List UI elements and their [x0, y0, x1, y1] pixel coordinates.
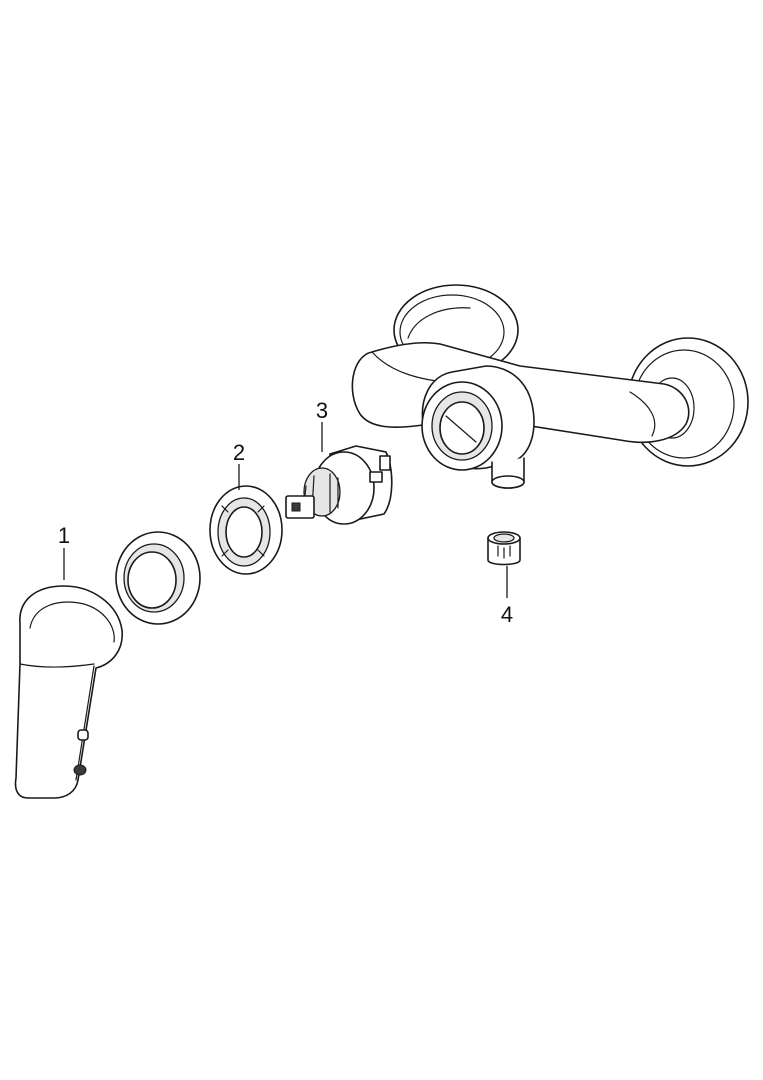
insert-part-4 — [487, 531, 521, 566]
screw-plug — [73, 764, 87, 776]
cover-cap — [115, 531, 201, 625]
callout-3: 3 — [316, 398, 328, 423]
cartridge-part-3 — [285, 445, 393, 525]
callout-4: 4 — [501, 602, 513, 627]
callout-1: 1 — [58, 523, 70, 548]
handle-lever-part-1 — [14, 585, 123, 799]
callout-2: 2 — [233, 440, 245, 465]
mixer-body — [351, 284, 749, 489]
threaded-ring-part-2 — [209, 485, 283, 575]
set-screw — [77, 729, 89, 741]
